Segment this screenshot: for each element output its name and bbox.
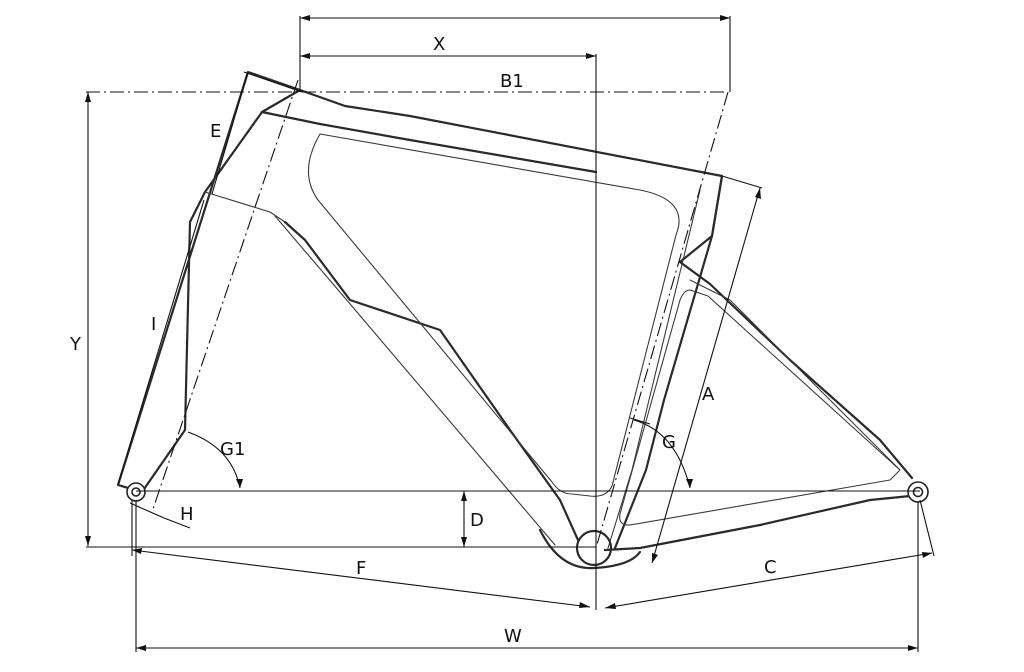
label-y: Y — [69, 334, 82, 355]
g-angle-arc — [633, 419, 691, 489]
x-arrow-left — [300, 15, 310, 21]
bottom-bracket — [575, 529, 613, 567]
down-tube-inner — [274, 215, 556, 546]
f-dimension-line — [131, 549, 591, 608]
arrowheads — [85, 15, 932, 651]
c-arrow-right — [922, 552, 932, 558]
seat-stay — [678, 260, 914, 480]
label-b1: B1 — [500, 71, 524, 92]
seat-tube-axis — [595, 91, 729, 549]
down-tube — [283, 220, 580, 542]
g-leader — [629, 417, 651, 425]
w-arrow-right — [908, 645, 918, 651]
label-f: F — [356, 558, 366, 579]
c-arrow-left — [605, 603, 616, 609]
h-dimension-line — [129, 502, 165, 519]
front-axle-center — [131, 487, 141, 497]
c-extension-right — [919, 499, 935, 557]
label-x: X — [433, 34, 445, 55]
label-w: W — [504, 626, 522, 647]
dimension-lines — [86, 16, 935, 652]
a-dimension-line — [651, 187, 761, 564]
x-arrow-right — [720, 15, 730, 21]
seat-tube-inner — [607, 189, 701, 549]
a-arrow-top — [755, 188, 761, 199]
top-tube — [298, 88, 724, 264]
chain-stay — [603, 494, 912, 552]
g-arrow — [686, 479, 693, 488]
y-arrow-top — [85, 92, 91, 102]
f-arrow-left — [132, 548, 142, 554]
g1-arrow — [236, 479, 243, 488]
front-triangle-window — [307, 133, 680, 497]
steering-axis — [151, 79, 299, 513]
label-g1: G1 — [220, 439, 245, 460]
seat-tube — [613, 174, 724, 550]
w-arrow-left — [136, 645, 146, 651]
i-dimension-line — [117, 199, 205, 485]
bike-frame — [116, 70, 929, 570]
a-extension-top — [721, 175, 763, 189]
y-arrow-bottom — [85, 536, 91, 546]
rear-axle-center — [912, 486, 924, 498]
reach-arrow-left — [300, 53, 310, 59]
dimension-labels: X B1 E I Y G1 H D F W A G C — [69, 34, 777, 647]
label-e: E — [210, 121, 221, 142]
top-tube-lower-edge — [260, 110, 598, 174]
fork-inner-line — [204, 191, 286, 223]
label-a: A — [702, 384, 715, 405]
d-arrow-bottom — [461, 537, 467, 547]
label-c: C — [764, 557, 777, 578]
e-dimension-line — [211, 71, 249, 195]
a-arrow-bottom — [652, 553, 658, 563]
fork-outline — [116, 70, 302, 494]
label-i: I — [151, 314, 156, 335]
e-extension-top — [243, 71, 303, 93]
label-d: D — [470, 510, 484, 531]
rear-triangle-window — [619, 289, 901, 526]
reach-arrow-right — [586, 53, 596, 59]
h-extension-line — [163, 517, 191, 529]
label-h: H — [180, 504, 194, 525]
bottom-bracket-shell — [538, 528, 642, 570]
d-arrow-top — [461, 491, 467, 501]
c-dimension-line — [604, 552, 933, 609]
label-g: G — [662, 432, 676, 453]
f-arrow-right — [579, 602, 590, 608]
seat-stay-inner — [689, 279, 901, 471]
